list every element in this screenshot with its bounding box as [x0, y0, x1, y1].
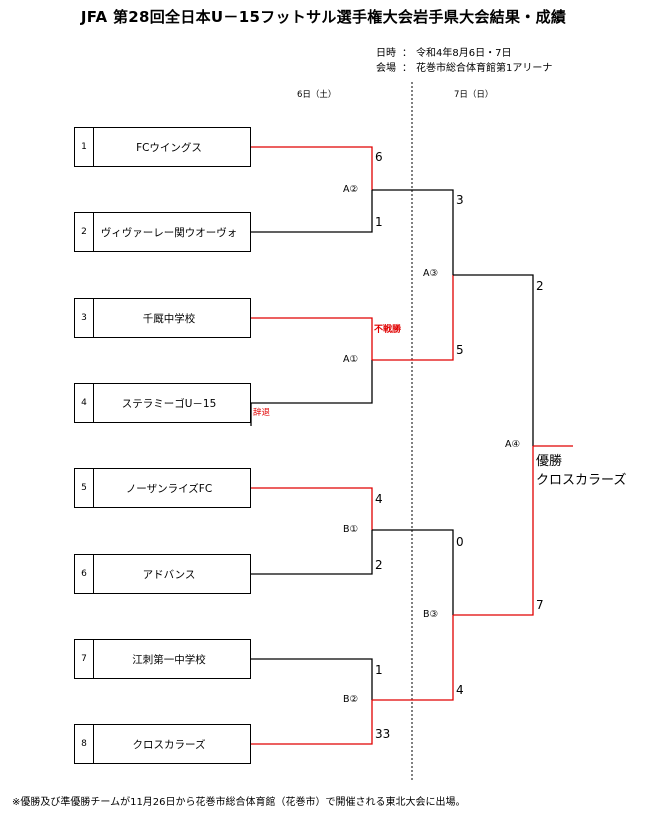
team-box-3: 3 千厩中学校 [74, 298, 251, 338]
match-label-b3: B③ [423, 609, 439, 620]
venue-label: 会場 [376, 63, 396, 74]
team-seed: 6 [75, 555, 94, 593]
score-b3-top: 0 [456, 535, 464, 549]
forfeit-win-note: 不戦勝 [374, 325, 402, 335]
team-box-2: 2 ヴィヴァーレー関ウオーヴォ [74, 212, 251, 252]
team-box-8: 8 クロスカラーズ [74, 724, 251, 764]
score-a4-top: 2 [536, 279, 544, 293]
match-label-a1: A① [343, 354, 359, 365]
team-name: クロスカラーズ [132, 738, 206, 751]
team-name: 江刺第一中学校 [132, 653, 206, 666]
team-box-4: 4 ステラミーゴU－15 [74, 383, 251, 423]
match-label-a3: A③ [423, 268, 439, 279]
team-name: アドバンス [142, 568, 196, 581]
team-seed: 3 [75, 299, 94, 337]
score-a2-bot: 1 [375, 215, 383, 229]
line-b2-winner [372, 615, 454, 701]
day1-label: 6日（土） [297, 90, 337, 100]
line-a3-winner [453, 274, 534, 446]
team-name: ヴィヴァーレー関ウオーヴォ [100, 226, 238, 239]
line-a2-winner [372, 189, 454, 275]
date-label: 日時 [376, 48, 396, 59]
day2-label: 7日（日） [454, 90, 494, 100]
team-seed: 4 [75, 384, 94, 422]
line-team6 [251, 530, 373, 575]
score-a3-bot: 5 [456, 343, 464, 357]
team-seed: 8 [75, 725, 94, 763]
line-team5 [251, 487, 373, 530]
team-seed: 1 [75, 128, 94, 166]
team-box-6: 6 アドバンス [74, 554, 251, 594]
footer-note: ※優勝及び準優勝チームが11月26日から花巻市総合体育館（花巻市）で開催される東… [12, 797, 466, 808]
venue-colon: ： [402, 63, 412, 74]
line-team2 [251, 190, 373, 233]
line-team3 [251, 317, 373, 360]
score-a2-top: 6 [375, 150, 383, 164]
line-b3-winner [453, 446, 534, 616]
match-label-a4: A④ [505, 439, 521, 450]
score-a4-bot: 7 [536, 598, 544, 612]
team-name: 千厩中学校 [142, 312, 196, 325]
venue-value: 花巻市総合体育館第1アリーナ [416, 63, 553, 74]
match-label-b1: B① [343, 524, 359, 535]
score-b3-bot: 4 [456, 683, 464, 697]
page-title: JFA 第28回全日本U－15フットサル選手権大会岩手県大会結果・成績 [80, 8, 567, 26]
match-label-b2: B② [343, 694, 359, 705]
withdraw-note: 辞退 [253, 408, 271, 418]
team-box-1: 1 FCウイングス [74, 127, 251, 167]
line-team7 [251, 658, 373, 700]
champion-label: 優勝 [536, 454, 563, 469]
team-box-5: 5 ノーザンライズFC [74, 468, 251, 508]
line-a1-winner [372, 275, 454, 361]
team-name: ステラミーゴU－15 [121, 397, 217, 410]
line-b1-winner [372, 529, 454, 615]
team-name: ノーザンライズFC [125, 482, 213, 495]
champion-team: クロスカラーズ [536, 473, 627, 488]
score-b2-top: 1 [375, 663, 383, 677]
team-seed: 5 [75, 469, 94, 507]
line-team4 [251, 360, 373, 404]
line-team1 [251, 146, 373, 190]
team-box-7: 7 江刺第一中学校 [74, 639, 251, 679]
score-a3-top: 3 [456, 193, 464, 207]
team-name: FCウイングス [136, 141, 202, 154]
line-team8 [251, 700, 373, 745]
score-b1-top: 4 [375, 492, 383, 506]
date-value: 令和4年8月6日・7日 [416, 48, 512, 59]
date-colon: ： [402, 48, 412, 59]
score-b2-bot: 33 [375, 727, 391, 741]
team-seed: 2 [75, 213, 94, 251]
match-label-a2: A② [343, 184, 359, 195]
team-seed: 7 [75, 640, 94, 678]
score-b1-bot: 2 [375, 558, 383, 572]
